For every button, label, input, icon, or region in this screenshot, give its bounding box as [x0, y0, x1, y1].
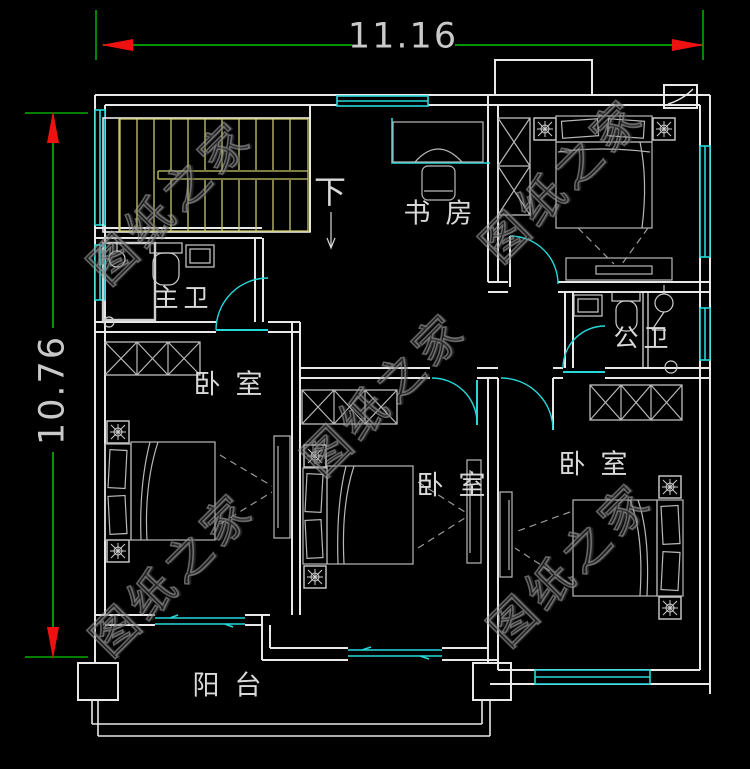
window — [699, 307, 711, 361]
window — [699, 145, 711, 258]
stairs-down-arrow — [326, 212, 336, 250]
door-master-bath — [215, 277, 269, 331]
room-label-balcony: 阳台 — [192, 670, 277, 702]
toilet — [149, 242, 183, 286]
bed — [302, 465, 414, 565]
sliding-doors — [155, 614, 442, 660]
washer — [573, 294, 603, 317]
public-bath-fixtures — [573, 285, 678, 374]
balcony-railing — [91, 700, 491, 737]
column — [77, 662, 119, 701]
door-bedroom-middle — [431, 377, 478, 425]
nightstand-lamp — [303, 565, 327, 589]
dimension-left — [25, 111, 88, 659]
dim-arrow-down — [47, 627, 59, 659]
stairs — [102, 117, 336, 250]
window — [534, 669, 651, 685]
windows — [94, 95, 711, 685]
nightstand-lamp — [658, 596, 682, 620]
balcony-structure — [77, 662, 512, 737]
tv — [273, 435, 291, 539]
room-label-public-bath: 公卫 — [613, 323, 674, 353]
room-label-master-bath: 主卫 — [153, 283, 214, 313]
dimension-top — [95, 10, 704, 60]
bed — [104, 441, 216, 541]
wardrobe — [301, 389, 398, 425]
door-bedroom-top-right — [509, 235, 559, 287]
column — [472, 662, 512, 701]
room-label-study: 书房 — [403, 198, 488, 230]
stair-handrail — [157, 170, 308, 180]
sink — [185, 244, 215, 268]
bed — [555, 115, 653, 229]
nightstand-lamp — [106, 539, 130, 563]
floor-drain — [664, 360, 678, 374]
floor-drain — [103, 316, 115, 328]
tv-cabinet — [565, 257, 673, 281]
window — [94, 244, 106, 301]
dim-arrow-left — [101, 39, 133, 51]
room-label-stairs-down: 下 — [313, 173, 347, 211]
window — [94, 109, 106, 226]
bay-projection — [494, 59, 593, 96]
bedroom-middle-furniture — [301, 389, 482, 589]
window — [336, 95, 429, 107]
wardrobe — [497, 117, 531, 216]
door-bedroom-right — [500, 377, 554, 431]
sliding-door — [155, 614, 245, 628]
wardrobe — [104, 341, 201, 376]
bed — [572, 499, 684, 597]
nightstand-lamp — [658, 475, 682, 499]
bedroom-top-right-furniture — [497, 115, 676, 281]
dimension-width-label: 11.16 — [347, 16, 459, 57]
doors — [215, 235, 606, 431]
study-furniture — [391, 118, 490, 201]
room-label-bedroom-left: 卧室 — [193, 369, 278, 401]
flue-symbol — [663, 84, 698, 109]
tv — [499, 491, 513, 578]
dim-arrow-right — [672, 39, 704, 51]
dim-arrow-up — [47, 111, 59, 143]
bedroom-right-furniture — [499, 384, 684, 620]
dimension-height-label: 10.76 — [32, 334, 73, 446]
wardrobe — [589, 384, 683, 421]
room-label-bedroom-middle: 卧室 — [416, 470, 501, 502]
door-public-bath — [562, 325, 606, 373]
shower-head — [651, 285, 674, 331]
chair — [421, 165, 456, 201]
bedroom-left-furniture — [104, 341, 291, 563]
nightstand-lamp — [652, 117, 676, 141]
tv — [466, 459, 482, 564]
sliding-door — [348, 646, 442, 660]
room-label-bedroom-right: 卧室 — [558, 449, 643, 481]
toilet — [611, 291, 641, 332]
nightstand-lamp — [106, 420, 130, 444]
master-bath-fixtures — [101, 241, 215, 328]
shower-head — [108, 243, 126, 268]
desk — [392, 121, 484, 163]
